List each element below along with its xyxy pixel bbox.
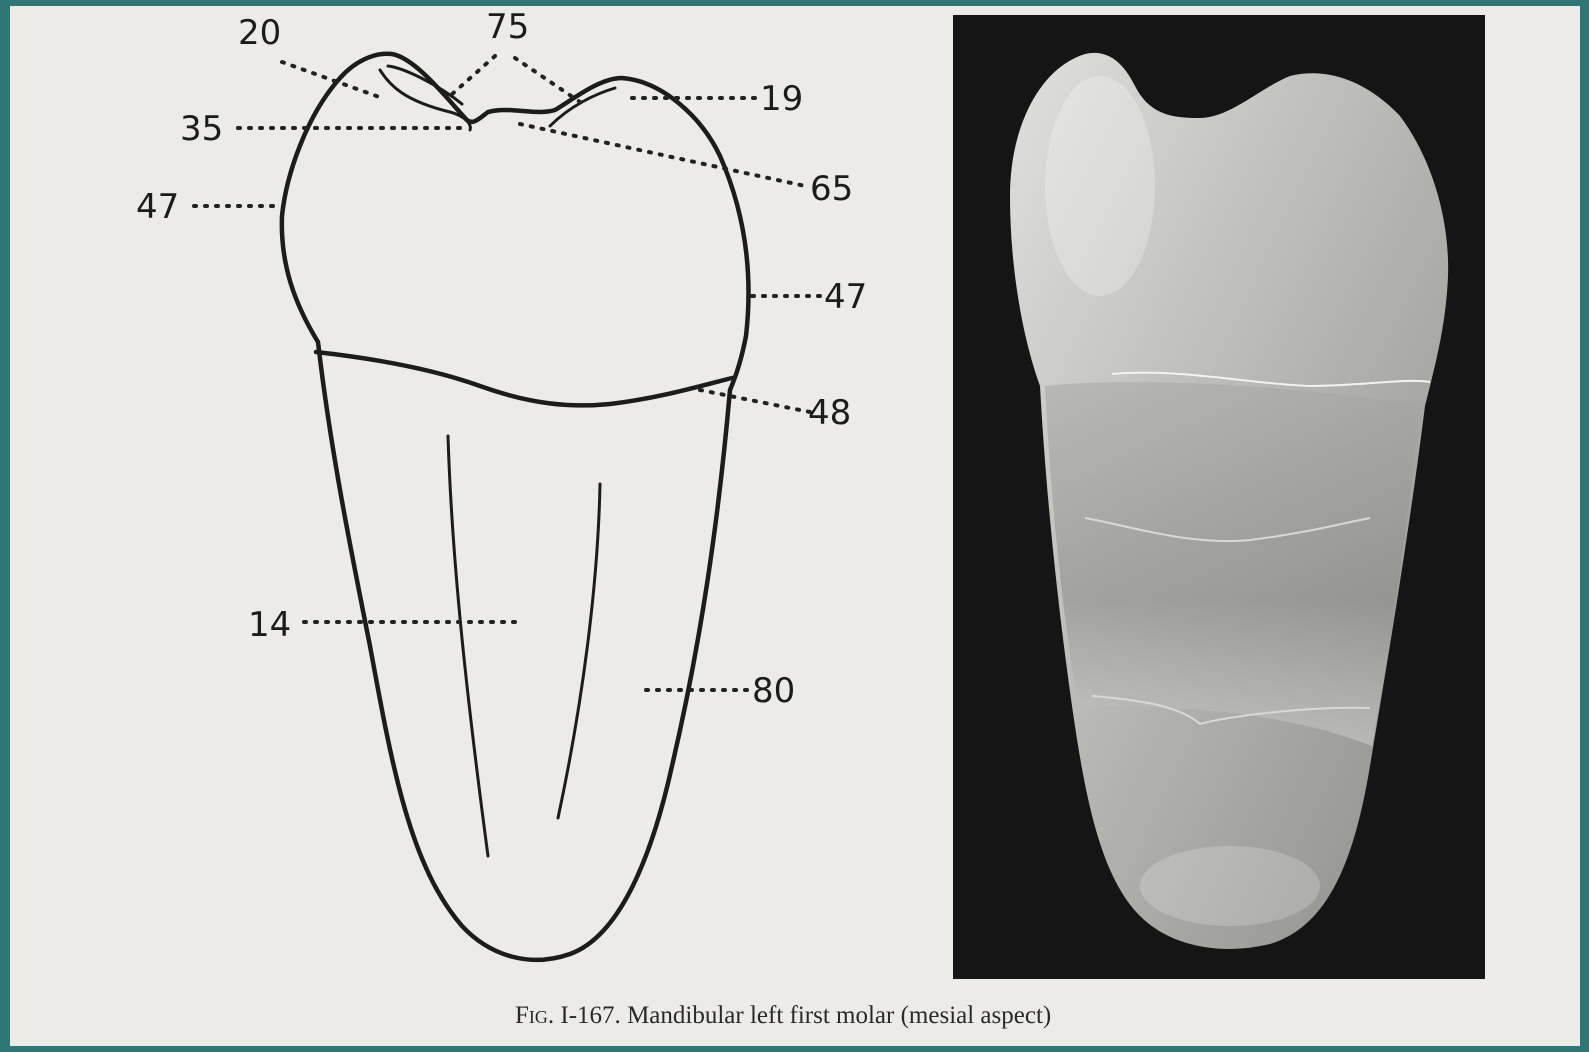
photo-highlight <box>1045 76 1155 296</box>
leader-48 <box>700 390 810 412</box>
leader-65 <box>520 124 805 186</box>
marginal-ridge <box>388 66 462 104</box>
photo-highlight <box>1140 846 1320 926</box>
leader-lines <box>194 56 825 690</box>
figure-caption: Fig. I-167. Mandibular left first molar … <box>515 1002 1165 1030</box>
tooth-outline <box>282 54 749 960</box>
label-47-left: 47 <box>136 187 179 227</box>
label-19: 19 <box>760 79 803 119</box>
label-80: 80 <box>752 671 795 711</box>
tooth-photograph <box>953 15 1485 979</box>
label-47-right: 47 <box>824 277 867 317</box>
figure: 20 75 19 35 65 47 47 48 14 80 <box>10 6 1580 1046</box>
label-14: 14 <box>248 605 291 645</box>
leader-75-b <box>515 58 580 102</box>
textbook-page: 20 75 19 35 65 47 47 48 14 80 <box>10 6 1580 1046</box>
photo-root-shade <box>1045 382 1420 746</box>
tooth-outline-drawing <box>282 54 749 960</box>
label-48: 48 <box>808 393 851 433</box>
caption-number: I-167. <box>560 1002 620 1029</box>
label-20: 20 <box>238 13 281 53</box>
caption-prefix: Fig. <box>515 1002 554 1029</box>
label-75: 75 <box>486 7 529 47</box>
cervical-line <box>316 352 732 405</box>
leader-75-a <box>450 56 495 96</box>
label-35: 35 <box>180 109 223 149</box>
root-groove <box>448 436 488 856</box>
root-groove <box>558 484 600 818</box>
leader-20 <box>282 62 382 98</box>
caption-text: Mandibular left first molar (mesial aspe… <box>627 1002 1051 1029</box>
label-65: 65 <box>810 169 853 209</box>
measurement-labels: 20 75 19 35 65 47 47 48 14 80 <box>136 7 867 711</box>
